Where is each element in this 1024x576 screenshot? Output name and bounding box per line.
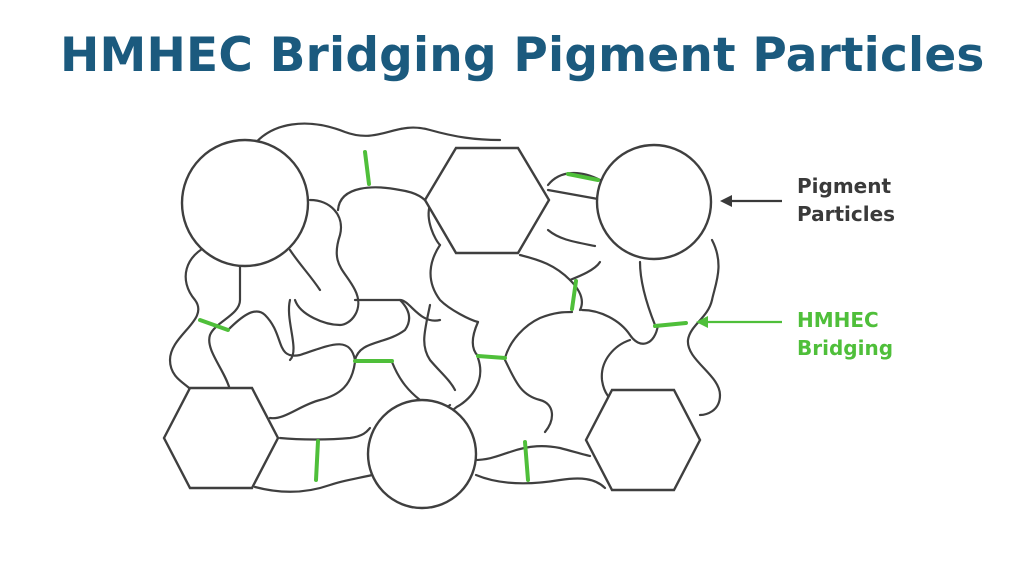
particle-hexagon-3 — [584, 388, 702, 492]
particle-circle-3 — [366, 398, 478, 510]
page-title: HMHEC Bridging Pigment Particles — [60, 28, 985, 83]
hmhec-bridging-label: HMHEC Bridging — [797, 306, 893, 362]
bridge-7 — [653, 321, 688, 328]
particle-hexagon-1 — [423, 146, 551, 255]
bridge-1 — [363, 150, 371, 186]
bridge-3 — [570, 279, 578, 311]
particle-circle-2 — [595, 143, 713, 261]
hmhec-bridges — [198, 150, 688, 482]
bridge-8 — [314, 439, 320, 482]
pigment-particles-label: Pigment Particles — [797, 172, 895, 228]
bridge-4 — [198, 318, 230, 332]
bridge-6 — [476, 354, 507, 360]
bridging-label-line-1: HMHEC — [797, 308, 879, 332]
bridge-9 — [523, 440, 530, 482]
pigment-particles — [162, 138, 713, 510]
pigment-label-line-2: Particles — [797, 202, 896, 226]
particle-hexagon-2 — [162, 386, 280, 490]
bridge-2 — [566, 172, 600, 182]
bridging-label-line-2: Bridging — [797, 336, 894, 360]
pigment-arrow — [720, 195, 782, 207]
bridging-arrow — [696, 316, 782, 328]
particle-circle-1 — [180, 138, 310, 268]
pigment-label-line-1: Pigment — [797, 174, 892, 198]
polymer-network — [168, 122, 722, 493]
